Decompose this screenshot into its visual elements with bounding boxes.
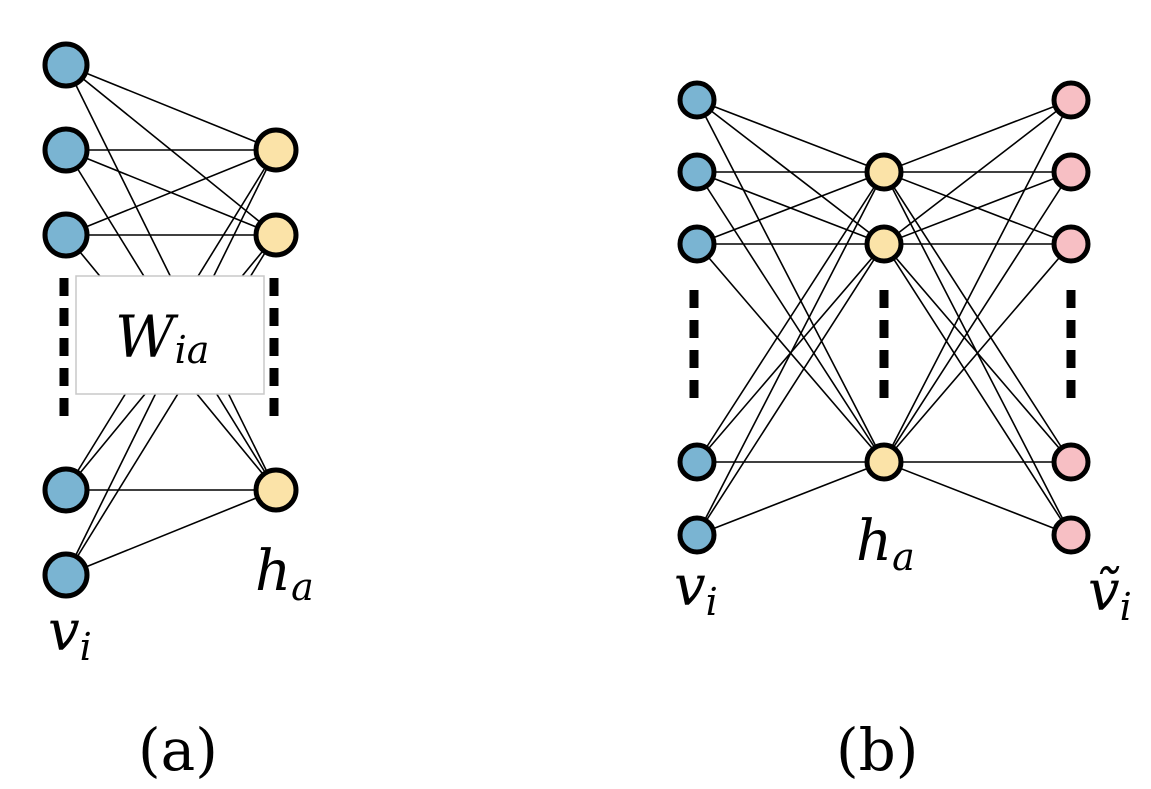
weight-label-box (75, 275, 265, 395)
connection-edge (696, 171, 885, 245)
weight-label: Wia (115, 303, 209, 372)
visible-units-label: vi (48, 599, 92, 669)
hidden-unit-node (253, 127, 299, 173)
reconstructed-unit-node (1051, 442, 1091, 482)
connection-edge (696, 99, 885, 463)
connection-edge (65, 489, 277, 576)
reconstructed-unit-node (1051, 152, 1091, 192)
hidden-unit-node (864, 152, 904, 192)
connection-edge (883, 461, 1072, 536)
visible-unit-node (677, 442, 717, 482)
reconstructed-unit-node (1051, 80, 1091, 120)
connection-edge (883, 99, 1072, 245)
visible-unit-node (677, 515, 717, 555)
reconstructed-units-label: ṽi (1088, 559, 1132, 629)
visible-unit-node (42, 466, 90, 514)
hidden-unit-node (864, 442, 904, 482)
connection-edge (883, 99, 1072, 173)
panel-b: vi ha ṽi (b) (674, 80, 1132, 784)
panel-b-caption: (b) (836, 716, 918, 784)
hidden-unit-node (253, 212, 299, 258)
connection-edge (883, 171, 1072, 245)
visible-unit-node (677, 152, 717, 192)
connection-edge (696, 171, 885, 463)
panel-b-nodes (677, 80, 1091, 555)
panel-b-edges (696, 99, 1072, 536)
connection-edge (65, 64, 277, 151)
visible-unit-node (677, 80, 717, 120)
panel-a-nodes (42, 41, 299, 599)
connection-edge (696, 461, 885, 536)
hidden-units-label: ha (856, 509, 915, 579)
panel-a: Wia vi ha (a) (42, 41, 314, 784)
hidden-units-label: ha (255, 539, 314, 609)
visible-unit-node (42, 126, 90, 174)
connection-edge (883, 171, 1072, 463)
connection-edge (696, 243, 885, 536)
visible-units-label: vi (674, 554, 718, 624)
panel-a-caption: (a) (138, 716, 218, 784)
connection-edge (65, 149, 277, 236)
visible-unit-node (42, 41, 90, 89)
connection-edge (883, 99, 1072, 463)
visible-unit-node (677, 224, 717, 264)
reconstructed-unit-node (1051, 515, 1091, 555)
connection-edge (883, 243, 1072, 463)
reconstructed-unit-node (1051, 224, 1091, 264)
hidden-unit-node (864, 224, 904, 264)
hidden-unit-node (253, 467, 299, 513)
visible-unit-node (42, 211, 90, 259)
connection-edge (883, 243, 1072, 536)
connection-edge (696, 171, 885, 536)
connection-edge (696, 99, 885, 173)
visible-unit-node (42, 551, 90, 599)
